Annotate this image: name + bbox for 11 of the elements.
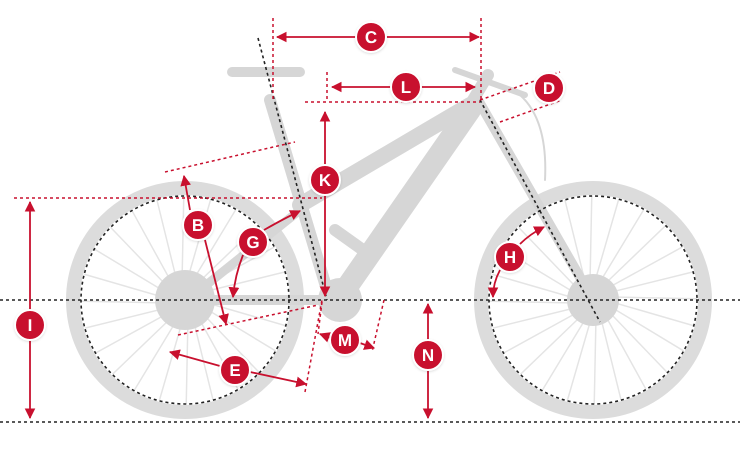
- callout-marker: G: [237, 226, 269, 258]
- callout-marker: N: [412, 339, 444, 371]
- callout-marker: C: [355, 21, 387, 53]
- callout-marker: E: [219, 354, 251, 386]
- callout-marker: K: [309, 164, 341, 196]
- callout-marker: I: [14, 309, 46, 341]
- callout-marker: L: [390, 71, 422, 103]
- callout-marker: D: [533, 72, 565, 104]
- callout-marker: M: [329, 324, 361, 356]
- callout-marker: B: [182, 209, 214, 241]
- callout-marker: H: [494, 241, 526, 273]
